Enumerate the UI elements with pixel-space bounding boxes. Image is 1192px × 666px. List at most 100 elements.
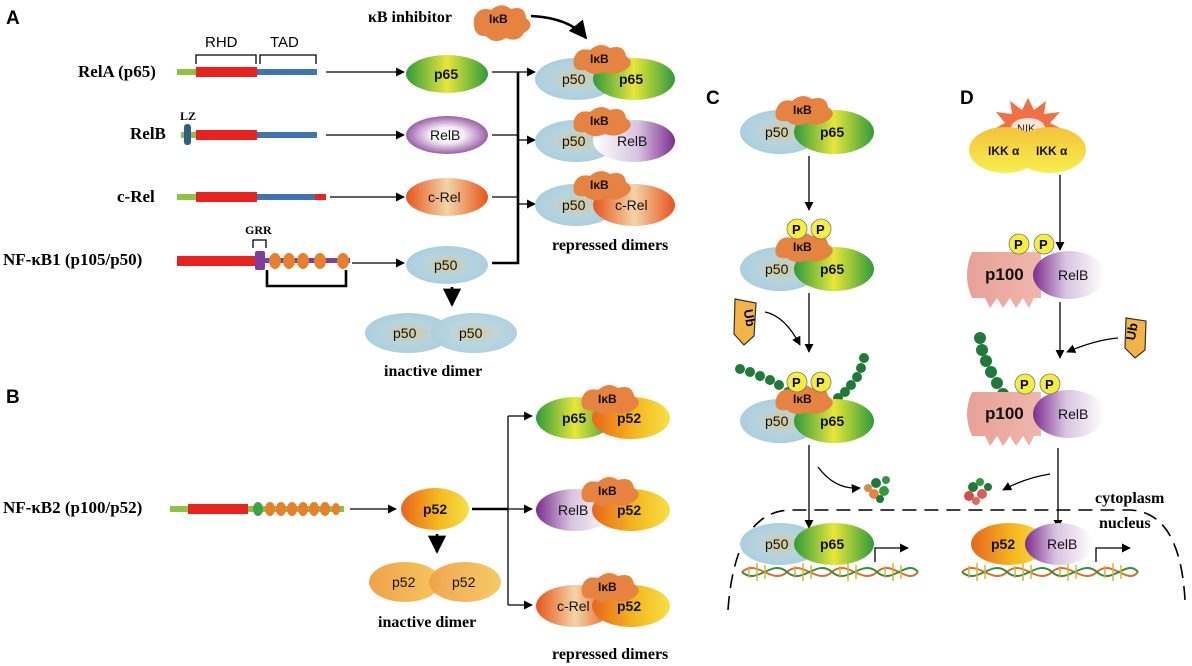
p65-label: p65 (820, 413, 844, 429)
polyubiquitin-chain-right (833, 353, 869, 403)
p65-label: p65 (619, 71, 643, 87)
transcription-arrow-c (874, 543, 909, 562)
crel-monomer-label: c-Rel (428, 189, 461, 205)
p65-label: p65 (820, 536, 844, 552)
crel-label: c-Rel (615, 197, 648, 213)
relb-monomer (406, 116, 488, 154)
repressed-dimer-p50-p65: p50 p65 IκB (535, 44, 675, 100)
relb-tad-domain (257, 132, 317, 138)
p50-homodimer-right (431, 313, 517, 353)
relb-lz-domain (184, 124, 191, 145)
ikb-label: IκB (590, 114, 609, 128)
p50-homodimer-right-label: p50 (459, 325, 483, 341)
ikb-label: IκB (598, 580, 617, 594)
ikka-right-label: IKK α (1036, 144, 1068, 158)
tad-bracket (259, 54, 317, 64)
phospho-label: P (816, 222, 825, 237)
phospho-label: P (816, 375, 825, 390)
repressed-dimers-b-caption: repressed dimers (552, 646, 668, 663)
panel-b-convergence (472, 411, 533, 610)
relb-label: RelB (617, 133, 647, 149)
relb-label: RelB (1047, 536, 1077, 552)
phospho-label: P (1039, 237, 1048, 252)
rela-tad-domain (257, 69, 317, 75)
gene-label-nfkb2: NF-κB2 (p100/p52) (3, 498, 142, 517)
ikb-label: IκB (793, 392, 812, 406)
p65-label: p65 (562, 410, 586, 426)
crel-label: c-Rel (557, 598, 590, 614)
grr-label: GRR (245, 223, 272, 237)
p65-label: p65 (820, 261, 844, 277)
gene-label-crel: c-Rel (117, 187, 155, 206)
crel-monomer (406, 178, 488, 216)
panel-c-step1-complex: p50 p65 IκB (740, 95, 874, 154)
lz-label: LZ (180, 109, 196, 123)
p50-label: p50 (765, 536, 789, 552)
arrow-ikb-to-dimers (530, 14, 588, 40)
relb-label: RelB (1058, 267, 1088, 283)
p65-label: p65 (820, 124, 844, 140)
nuclear-dimer-p52-relb: p52 RelB (971, 523, 1131, 565)
phospho-label: P (792, 375, 801, 390)
nucleus-label: nucleus (1099, 515, 1151, 532)
rela-n-term (177, 69, 196, 75)
panel-c-step3-ubiquitinated: p50 p65 IκB P P (735, 353, 874, 443)
repressed-dimer-p50-crel: p50 c-Rel IκB (535, 170, 675, 226)
nfkb1-rhd-domain (177, 256, 256, 266)
gene-structures-a: RHD TAD RelA (p65) LZ RelB c-Rel GRR NF-… (3, 34, 405, 288)
gene-label-nfkb1: NF-κB1 (p105/p50) (3, 250, 142, 269)
p50-label: p50 (562, 71, 586, 87)
arrow-ub-d (1066, 337, 1119, 353)
p50-monomer-label: p50 (434, 257, 458, 273)
p52-monomer (401, 488, 469, 530)
rhd-bracket (195, 54, 257, 64)
panel-a-convergence (492, 67, 536, 265)
dna-helix-d (961, 563, 1139, 581)
inactive-dimer-a-caption: inactive dimer (384, 363, 482, 380)
ikb-label: IκB (598, 484, 617, 498)
p52-label: p52 (617, 410, 641, 426)
p50-label: p50 (562, 133, 586, 149)
gene-label-rela: RelA (p65) (78, 62, 156, 81)
repressed-dimer-p65-p52: p65 p52 IκB (536, 384, 670, 439)
ikka-right (1014, 127, 1086, 173)
phospho-label: P (1045, 377, 1054, 392)
ub-label: Ub (741, 308, 759, 328)
gene-structure-nfkb2: NF-κB2 (p100/p52) (3, 498, 397, 517)
arrow-c-degradation (817, 466, 861, 494)
phospho-label: P (792, 222, 801, 237)
relb-label: RelB (558, 502, 588, 518)
ikb-label: IκB (793, 240, 812, 254)
nfkb1-grr-domain (255, 251, 265, 270)
ikb-label: IκB (590, 52, 609, 66)
repressed-dimer-p50-relb: p50 RelB IκB (535, 106, 675, 162)
p52-monomer-label: p52 (423, 501, 447, 517)
dna-helix-c (741, 563, 919, 581)
crel-tail (315, 194, 326, 200)
arrow-d-degradation (1002, 473, 1051, 491)
cytoplasm-label: cytoplasm (1095, 490, 1165, 507)
panel-b-monomers: p52 p52 p52 inactive dimer (369, 488, 501, 631)
proteasome-fragments-c (864, 476, 890, 503)
panel-label-d: D (960, 88, 974, 109)
p52-label: p52 (617, 598, 641, 614)
nfkb1-ankyrin-repeats (269, 253, 349, 269)
ub-label: Ub (1123, 322, 1141, 342)
ikb-free-label: IκB (489, 12, 508, 26)
nfkb2-rhd-domain (188, 504, 248, 514)
ubiquitin-tag-d: Ub (1123, 317, 1147, 359)
p65-monomer (406, 55, 488, 93)
p52-label: p52 (617, 502, 641, 518)
gene-label-relb: RelB (130, 124, 166, 143)
nuclear-membrane (727, 509, 1186, 611)
ikka-left-label: IKK α (988, 144, 1020, 158)
crel-tad-domain (257, 194, 315, 200)
panel-d-step1-p100-relb: p100 RelB P P (967, 233, 1105, 308)
relb-rhd-domain (196, 130, 257, 140)
kb-inhibitor-label: κB inhibitor (368, 9, 452, 26)
nfkb1-processing-bracket (265, 270, 348, 288)
ikb-label: IκB (590, 178, 609, 192)
polyubiquitin-chain-d (974, 332, 1009, 400)
proteasome-fragments-d (964, 478, 992, 505)
